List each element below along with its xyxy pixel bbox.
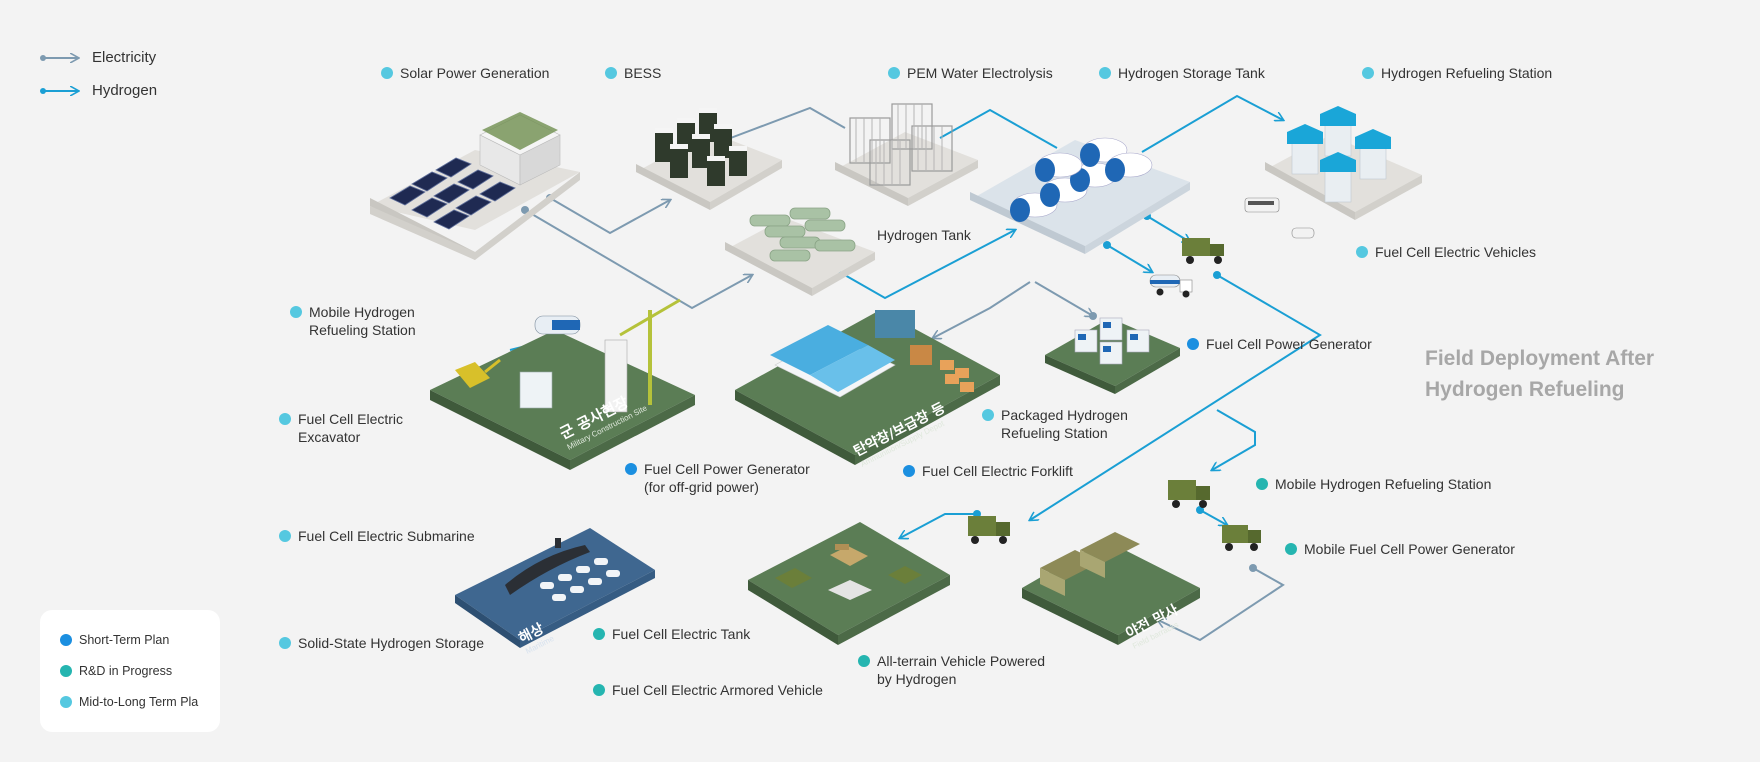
legend-hydrogen-line (40, 88, 78, 94)
car-fcev (1291, 227, 1315, 239)
solar-platform (370, 112, 580, 260)
label-atv-line-2: by Hydrogen (877, 671, 957, 687)
status-dot-refueling-station (1362, 67, 1374, 79)
status-dot-fc-power-gen (1187, 338, 1199, 350)
label-submarine: Fuel Cell Electric Submarine (298, 528, 475, 544)
tanker-truck-top (1149, 274, 1193, 298)
status-dot-mobile-fc-gen (1285, 543, 1297, 555)
construction-platform (430, 298, 695, 470)
barracks-platform (1022, 532, 1200, 645)
label-fcev: Fuel Cell Electric Vehicles (1375, 244, 1537, 260)
label-offgrid-line-1: Fuel Cell Power Generator (644, 461, 810, 477)
label-mobile-station-field: Mobile Hydrogen Refueling Station (1275, 476, 1492, 492)
short-term-label: Short-Term Plan (79, 633, 170, 647)
depot-platform (735, 310, 1000, 465)
military-truck-generator (1222, 525, 1261, 551)
status-dot-atv (858, 655, 870, 667)
electricity-flows (524, 106, 1285, 642)
hydrogen-tank-platform (725, 207, 875, 296)
status-dot-storage-tank (1099, 67, 1111, 79)
label-offgrid: Fuel Cell Power Generator (for off-grid … (644, 460, 810, 496)
label-fc-power-gen: Fuel Cell Power Generator (1206, 336, 1372, 352)
status-dot-fcev (1356, 246, 1368, 258)
heading-line-2: Hydrogen Refueling (1425, 378, 1625, 401)
label-bess: BESS (624, 65, 662, 81)
status-dot-pem (888, 67, 900, 79)
status-dot-mobile-station (290, 306, 302, 318)
status-dot-excavator (279, 413, 291, 425)
label-storage-tank: Hydrogen Storage Tank (1118, 65, 1265, 81)
status-dot-tank (593, 628, 605, 640)
refueling-station-platform (1265, 106, 1422, 220)
status-dot-mobile-station-field (1256, 478, 1268, 490)
bess-platform (636, 108, 782, 210)
label-packaged-line-1: Packaged Hydrogen (1001, 407, 1128, 423)
label-solar: Solar Power Generation (400, 65, 550, 81)
label-hydrogen-tank: Hydrogen Tank (877, 227, 971, 243)
legend-hydrogen-label: Hydrogen (92, 82, 158, 99)
label-solid-state: Solid-State Hydrogen Storage (298, 635, 484, 651)
label-atv: All-terrain Vehicle Powered by Hydrogen (877, 652, 1045, 688)
status-dot-offgrid (625, 463, 637, 475)
heading-line-1: Field Deployment After (1425, 347, 1655, 370)
label-mobile-station: Mobile Hydrogen Refueling Station (309, 303, 416, 339)
rnd-dot (60, 665, 72, 677)
label-refueling-station: Hydrogen Refueling Station (1381, 65, 1553, 81)
legend-electricity-label: Electricity (92, 49, 157, 66)
label-forklift: Fuel Cell Electric Forklift (922, 463, 1073, 479)
mid-long-dot (60, 696, 72, 708)
military-truck-field (1168, 480, 1210, 508)
maritime-platform (455, 528, 655, 648)
packaged-station-platform (1045, 317, 1180, 394)
vehicles-platform (748, 522, 950, 645)
label-excavator-line-1: Fuel Cell Electric (298, 411, 404, 427)
pem-platform (835, 103, 978, 206)
label-armored: Fuel Cell Electric Armored Vehicle (612, 682, 823, 698)
status-dot-submarine (279, 530, 291, 542)
label-tank: Fuel Cell Electric Tank (612, 626, 751, 642)
status-dot-packaged (982, 409, 994, 421)
rnd-label: R&D in Progress (79, 664, 173, 678)
storage-tank-platform (970, 137, 1190, 254)
short-term-dot (60, 634, 72, 646)
label-mobile-fc-gen: Mobile Fuel Cell Power Generator (1304, 541, 1515, 557)
label-atv-line-1: All-terrain Vehicle Powered (877, 653, 1046, 669)
status-dot-solar (381, 67, 393, 79)
mid-long-label: Mid-to-Long Term Pla (79, 695, 199, 709)
label-packaged-line-2: Refueling Station (1001, 425, 1108, 441)
military-truck-top (1182, 238, 1224, 264)
legend-electricity-line (40, 55, 78, 61)
status-dot-forklift (903, 465, 915, 477)
label-packaged: Packaged Hydrogen Refueling Station (1001, 406, 1128, 442)
label-mobile-station-line-2: Refueling Station (309, 322, 416, 338)
label-mobile-station-line-1: Mobile Hydrogen (309, 304, 415, 320)
status-dot-armored (593, 684, 605, 696)
section-heading: Field Deployment After Hydrogen Refuelin… (1425, 343, 1654, 405)
status-legend: Short-Term Plan R&D in Progress Mid-to-L… (40, 610, 220, 732)
status-dot-solid-state (279, 637, 291, 649)
label-offgrid-line-2: (for off-grid power) (644, 479, 759, 495)
military-truck-vehicles (968, 516, 1010, 544)
status-dot-bess (605, 67, 617, 79)
bus-fcev (1244, 197, 1280, 213)
label-excavator: Fuel Cell Electric Excavator (298, 410, 403, 446)
label-pem: PEM Water Electrolysis (907, 65, 1053, 81)
label-excavator-line-2: Excavator (298, 429, 361, 445)
